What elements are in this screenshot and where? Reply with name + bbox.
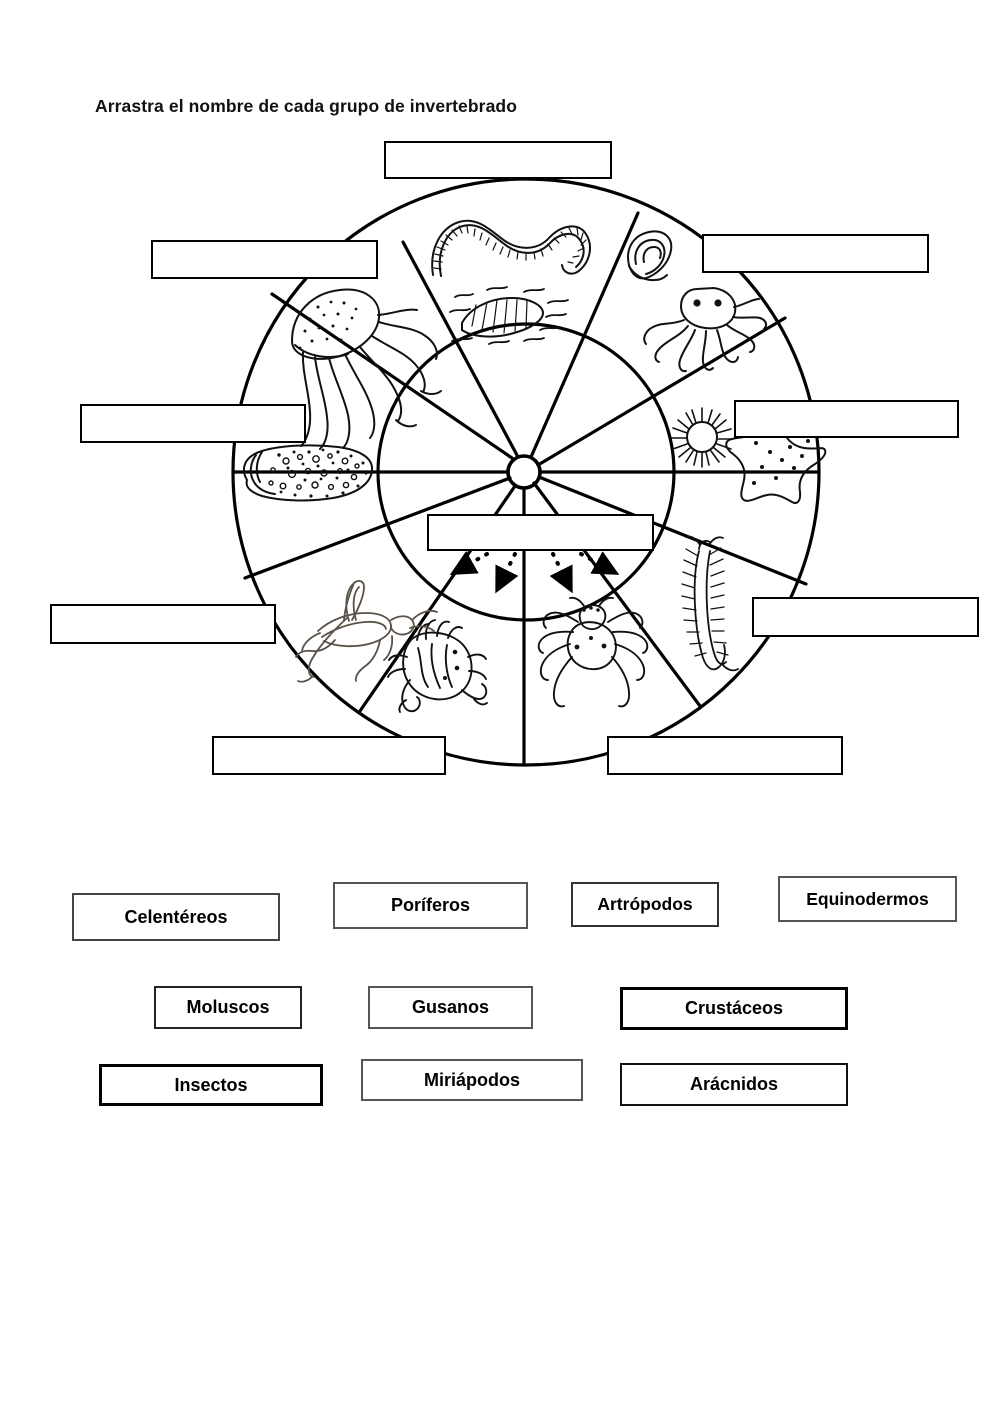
word-chip-label: Insectos [174, 1074, 248, 1095]
arrow-to-myriapods [579, 551, 620, 575]
earthworm-icon [431, 219, 591, 345]
octopus-shell-icon [627, 230, 768, 373]
word-chip-label: Arácnidos [689, 1074, 779, 1095]
word-chip-poriferos[interactable]: Poríferos [333, 882, 528, 929]
invertebrate-wheel-diagram [50, 141, 979, 775]
word-chip-equinodermos[interactable]: Equinodermos [778, 876, 957, 922]
word-chip-moluscos[interactable]: Moluscos [154, 986, 302, 1029]
word-chip-artropodos[interactable]: Artrópodos [571, 882, 719, 927]
drop-target-bottom-right[interactable] [607, 736, 843, 775]
jellyfish-icon [290, 288, 442, 450]
spider-icon [537, 596, 649, 708]
word-chip-label: Artrópodos [597, 894, 693, 915]
word-chip-label: Crustáceos [684, 998, 784, 1019]
arrow-to-insects [449, 551, 489, 575]
arthropod-arrows [449, 551, 620, 594]
drop-target-bottom-left[interactable] [212, 736, 446, 775]
word-chip-aracnidos[interactable]: Arácnidos [620, 1063, 848, 1106]
drop-target-upper-left[interactable] [151, 240, 378, 279]
drop-target-top[interactable] [384, 141, 612, 179]
drop-target-left[interactable] [80, 404, 306, 443]
crab-icon [387, 619, 488, 713]
word-chip-crustaceos[interactable]: Crustáceos [620, 987, 848, 1030]
grasshopper-icon [295, 580, 438, 683]
drop-target-lower-left[interactable] [50, 604, 276, 644]
word-chip-gusanos[interactable]: Gusanos [368, 986, 533, 1029]
arrow-to-arachnids [549, 552, 573, 594]
word-chip-label: Miriápodos [423, 1069, 520, 1090]
sponge-icon [243, 444, 374, 502]
drop-target-center[interactable] [427, 514, 654, 551]
drop-target-lower-right[interactable] [752, 597, 979, 637]
word-chip-label: Moluscos [186, 997, 270, 1018]
word-chip-celentereos[interactable]: Celentéreos [72, 893, 280, 941]
word-chip-label: Celentéreos [124, 906, 228, 927]
word-chip-miriapodos[interactable]: Miriápodos [361, 1059, 583, 1101]
drop-target-right[interactable] [734, 400, 959, 438]
word-chip-label: Gusanos [411, 997, 490, 1018]
word-chip-label: Equinodermos [806, 888, 929, 909]
centipede-icon [681, 535, 739, 672]
drop-target-upper-right[interactable] [702, 234, 929, 273]
word-chip-label: Poríferos [390, 895, 471, 916]
word-chip-insectos[interactable]: Insectos [99, 1064, 323, 1106]
arrow-to-crustaceans [495, 552, 519, 594]
word-bank: Celentéreos Poríferos Artrópodos Equinod… [0, 860, 1000, 1120]
page-title: Arrastra el nombre de cada grupo de inve… [95, 96, 517, 116]
